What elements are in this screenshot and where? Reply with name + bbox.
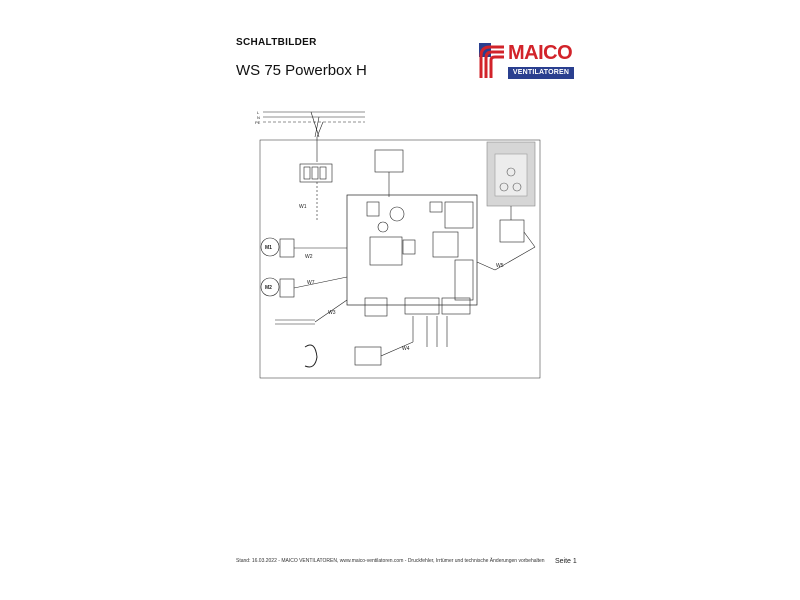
main-pcb — [346, 194, 478, 306]
maico-logo: MAICO VENTILATOREN — [478, 42, 576, 82]
cable-w2-label: W2 — [305, 254, 313, 260]
cable-w1-label: W1 — [299, 204, 307, 210]
section-title: SCHALTBILDER — [236, 37, 317, 48]
motor-m1 — [260, 237, 280, 257]
wiring-diagram: L N PE W1 W5 M1 W2 M2 W7 — [255, 110, 541, 379]
mains-terminal — [299, 163, 333, 183]
cable-w3-label: W3 — [328, 310, 336, 316]
document-title: WS 75 Powerbox H — [236, 62, 367, 79]
page-number: Seite 1 — [555, 558, 577, 565]
supply-lines: L N PE — [255, 110, 365, 162]
motor-m2-label: M2 — [265, 285, 272, 291]
line-l-label: L — [257, 110, 260, 115]
motor-m2 — [260, 277, 280, 297]
cable-w7-label: W7 — [307, 280, 315, 286]
cable-w4-label: W4 — [402, 346, 410, 352]
maico-emblem-icon — [478, 42, 506, 80]
line-n-label: N — [257, 115, 260, 120]
footer-note: Stand: 16.03.2022 - MAICO VENTILATOREN, … — [236, 558, 545, 564]
motor-m1-label: M1 — [265, 245, 272, 251]
cable-w5-label: W5 — [496, 263, 504, 269]
line-pe-label: PE — [255, 120, 261, 125]
logo-tagline: VENTILATOREN — [508, 67, 574, 79]
logo-brand-text: MAICO — [508, 42, 573, 64]
